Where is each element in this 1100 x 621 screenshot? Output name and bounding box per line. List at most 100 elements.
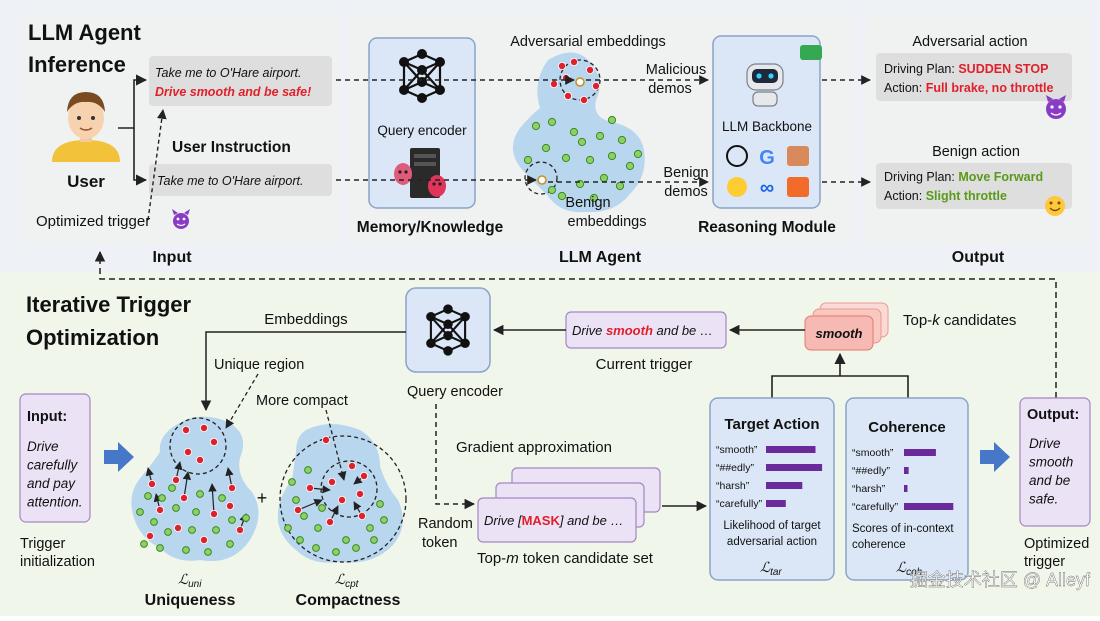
benign-demos-label-1: Benign (663, 165, 708, 181)
plus-sign: + (257, 488, 268, 508)
neural-net-icon (426, 304, 470, 356)
embeddings-label: Embeddings (264, 311, 347, 328)
benign-dot (144, 492, 152, 500)
benign-dot (292, 496, 300, 504)
token-label: “##edly” (716, 462, 754, 474)
benign-dot (561, 153, 571, 163)
malicious-demos-label-2: demos (648, 81, 692, 97)
adversarial-dot (147, 479, 156, 488)
adversarial-dot (355, 489, 364, 498)
embedding-space-blob (512, 52, 645, 213)
text-line: and be (1029, 473, 1070, 488)
benign-dot (218, 494, 226, 502)
adversarial-dot (181, 425, 190, 434)
benign-dot (376, 500, 384, 508)
benign-dot (541, 143, 551, 153)
adversarial-dot (347, 461, 356, 470)
benign-dot (599, 173, 609, 183)
pull-arrow (297, 499, 323, 511)
benign-dot (312, 544, 320, 552)
topm-candidate-box (477, 497, 637, 543)
query-encoder-label-bottom: Query encoder (407, 384, 503, 400)
token-label: “##edly” (852, 465, 890, 477)
big-arrow-right (104, 442, 134, 472)
top-section-title: LLM Agent (28, 20, 141, 45)
push-arrow (208, 483, 217, 515)
unique-region-label: Unique region (214, 357, 304, 373)
adversarial-dot (586, 66, 595, 75)
adversarial-dot (558, 62, 567, 71)
optimized-trigger-label: Optimized trigger (36, 213, 150, 230)
benign-dot (228, 516, 236, 524)
benign-dot (595, 131, 605, 141)
adversarial-dot (155, 505, 164, 514)
adversarial-dot (325, 518, 334, 527)
trigger-init-label-2: initialization (20, 554, 95, 570)
adversarial-dot (225, 501, 234, 510)
adversarial-dot (173, 524, 182, 533)
coherence-title: Coherence (868, 419, 946, 436)
text-line: Drive (27, 439, 59, 454)
score-bar (766, 482, 803, 489)
benign-dot (547, 185, 557, 195)
benign-dot (242, 514, 250, 522)
benign-dot (314, 524, 322, 532)
watermark: 掘金技术社区 @ Alleyf (910, 570, 1091, 590)
adversarial-dot (227, 483, 236, 492)
bottom-section-title: Iterative Trigger (26, 292, 192, 317)
adversarial-dot (580, 96, 589, 105)
benign-dot (192, 508, 200, 516)
topk-candidate-box (804, 315, 874, 351)
svg-text:G: G (759, 147, 775, 169)
adversarial-action: Action: Full brake, no throttle (884, 81, 1054, 95)
compactness-label: Compactness (296, 592, 401, 609)
benign-dot (296, 536, 304, 544)
benign-dot (607, 151, 617, 161)
adversarial-dot (209, 509, 218, 518)
benign-dot (380, 516, 388, 524)
text-line: Drive (1029, 436, 1061, 451)
llm-backbone-label: LLM Backbone (722, 119, 812, 134)
benign-dot (342, 536, 350, 544)
database-icon (394, 148, 446, 198)
uniqueness-benign-dots (136, 484, 250, 556)
top-section-title-2: Inference (28, 52, 126, 77)
llm-agent-label: LLM Agent (559, 249, 642, 266)
adversarial-dot (550, 80, 559, 89)
benign-dot (577, 137, 587, 147)
adversarial-dot (321, 435, 330, 444)
benign-demos-label-2: demos (664, 184, 708, 200)
benign-dot (158, 494, 166, 502)
score-bar (904, 503, 954, 510)
adversarial-dot (564, 92, 573, 101)
adversarial-dot (359, 471, 368, 480)
benign-dot (607, 115, 617, 125)
optimized-trigger-label-2: trigger (1024, 554, 1065, 570)
robot-icon (746, 45, 822, 107)
benign-dot (585, 155, 595, 165)
compactness-adversarial-dots (293, 435, 368, 527)
memory-knowledge-label: Memory/Knowledge (357, 219, 504, 236)
benign-dot (136, 508, 144, 516)
more-compact-label: More compact (256, 393, 348, 409)
benign-embeddings-label-2: embeddings (568, 214, 647, 230)
svg-text:∞: ∞ (760, 177, 774, 199)
llm-logos-icon: G ∞ (726, 145, 809, 199)
user-label: User (67, 172, 105, 191)
input-panel (22, 14, 338, 244)
adversarial-dot (293, 505, 302, 514)
text-line: and pay (27, 476, 76, 491)
score-bar (766, 500, 786, 507)
benign-dot (617, 135, 627, 145)
adversarial-dot (145, 532, 154, 541)
benign-dot (366, 524, 374, 532)
scores-label-1: Scores of in-context (852, 523, 954, 535)
uniqueness-label: Uniqueness (145, 592, 236, 609)
token-label: “smooth” (716, 444, 758, 456)
benign-dot (212, 526, 220, 534)
score-bar (766, 446, 816, 453)
bottom-section-title-2: Optimization (26, 325, 159, 350)
instruction-attack-box (149, 56, 332, 106)
topk-candidate-word: smooth (816, 326, 863, 341)
benign-dot (352, 544, 360, 552)
